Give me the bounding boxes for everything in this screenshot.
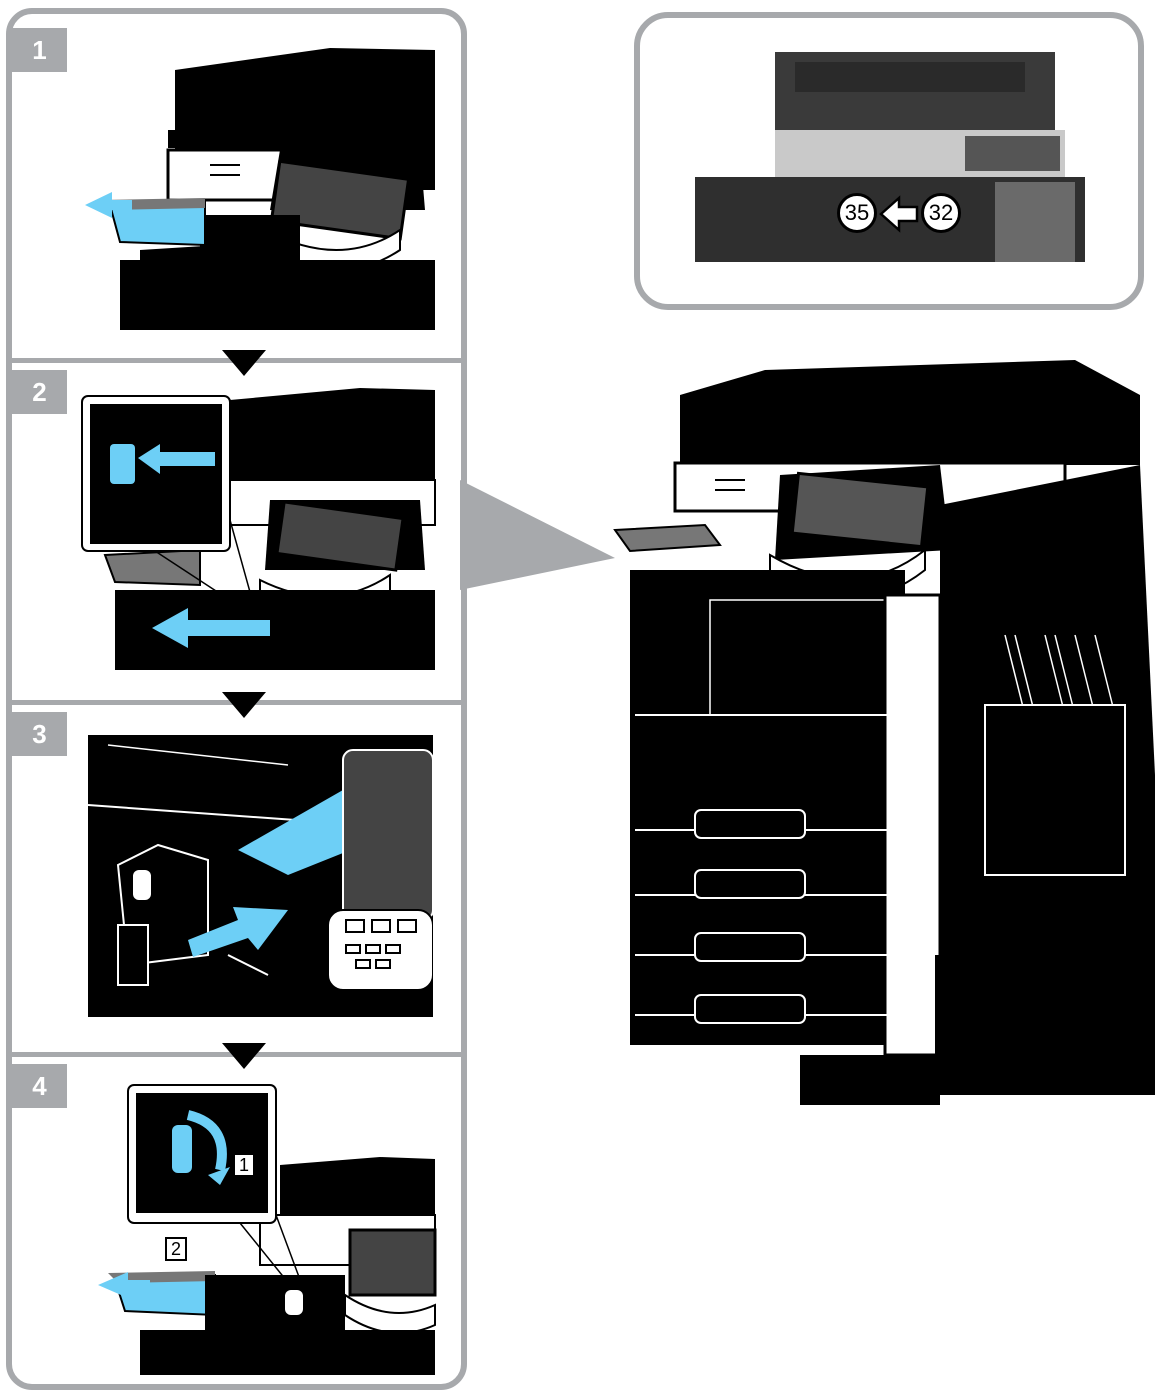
steps-frame	[6, 8, 467, 1390]
step-number-3: 3	[12, 712, 67, 756]
step4-label-2: 2	[165, 1237, 187, 1261]
step1-illustration	[85, 48, 435, 330]
step-number-2: 2	[12, 370, 67, 414]
pointer-wedge	[460, 480, 615, 590]
copier-illustration	[613, 360, 1155, 1105]
down-arrow-icon	[222, 692, 266, 718]
down-arrow-icon	[222, 350, 266, 376]
page-ref-35: 35	[837, 193, 877, 233]
step4-label-1: 1	[233, 1153, 255, 1177]
step-number-4: 4	[12, 1064, 67, 1108]
left-arrow-icon	[879, 195, 919, 233]
step4-illustration	[98, 1084, 437, 1375]
step3-illustration	[88, 735, 433, 1017]
page-ref-32: 32	[921, 193, 961, 233]
reference-frame	[634, 12, 1144, 310]
step2-illustration	[81, 388, 436, 670]
step-number-1: 1	[12, 28, 67, 72]
down-arrow-icon	[222, 1043, 266, 1069]
